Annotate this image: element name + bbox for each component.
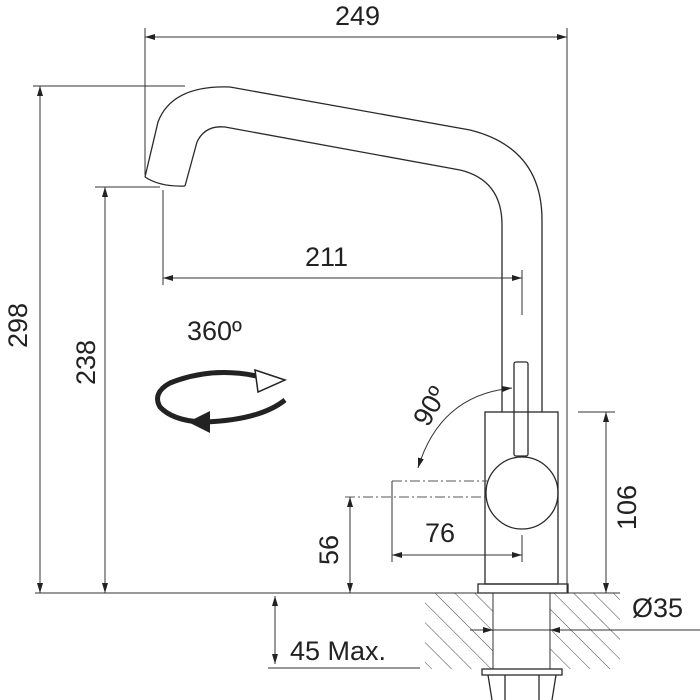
rotation-indicator: 360º (155, 316, 288, 433)
dimension-76: 76 (391, 481, 523, 562)
dimension-label-106: 106 (612, 485, 642, 530)
lever-angle-label: 90º (407, 381, 453, 431)
dimension-label-249: 249 (335, 1, 380, 31)
hole-diameter-label: Ø35 (632, 593, 683, 623)
dimension-298: 298 (3, 85, 185, 593)
counter-thickness-label: 45 Max. (290, 636, 386, 666)
countertop (35, 592, 620, 700)
rotation-label: 360º (187, 316, 242, 346)
dimension-label-56: 56 (314, 535, 344, 565)
base-plate (477, 583, 569, 594)
lever-handle (513, 361, 529, 457)
dimension-label-298: 298 (3, 303, 33, 348)
dimension-label-211: 211 (305, 242, 348, 272)
dimension-label-76: 76 (425, 518, 455, 548)
dimension-label-238: 238 (71, 340, 101, 385)
dimension-238: 238 (71, 186, 160, 593)
dimension-106: 106 (578, 411, 642, 593)
dimension-90-degrees: 90º (407, 381, 513, 469)
spout (144, 86, 543, 412)
dimension-211: 211 (162, 190, 523, 315)
dimension-diameter-35: Ø35 (470, 593, 700, 633)
dimension-56: 56 (314, 497, 353, 593)
dimension-45-max: 45 Max. (268, 596, 420, 669)
rotate-360-icon (155, 368, 288, 433)
lever-ball (485, 456, 559, 530)
dimension-249: 249 (144, 1, 568, 593)
